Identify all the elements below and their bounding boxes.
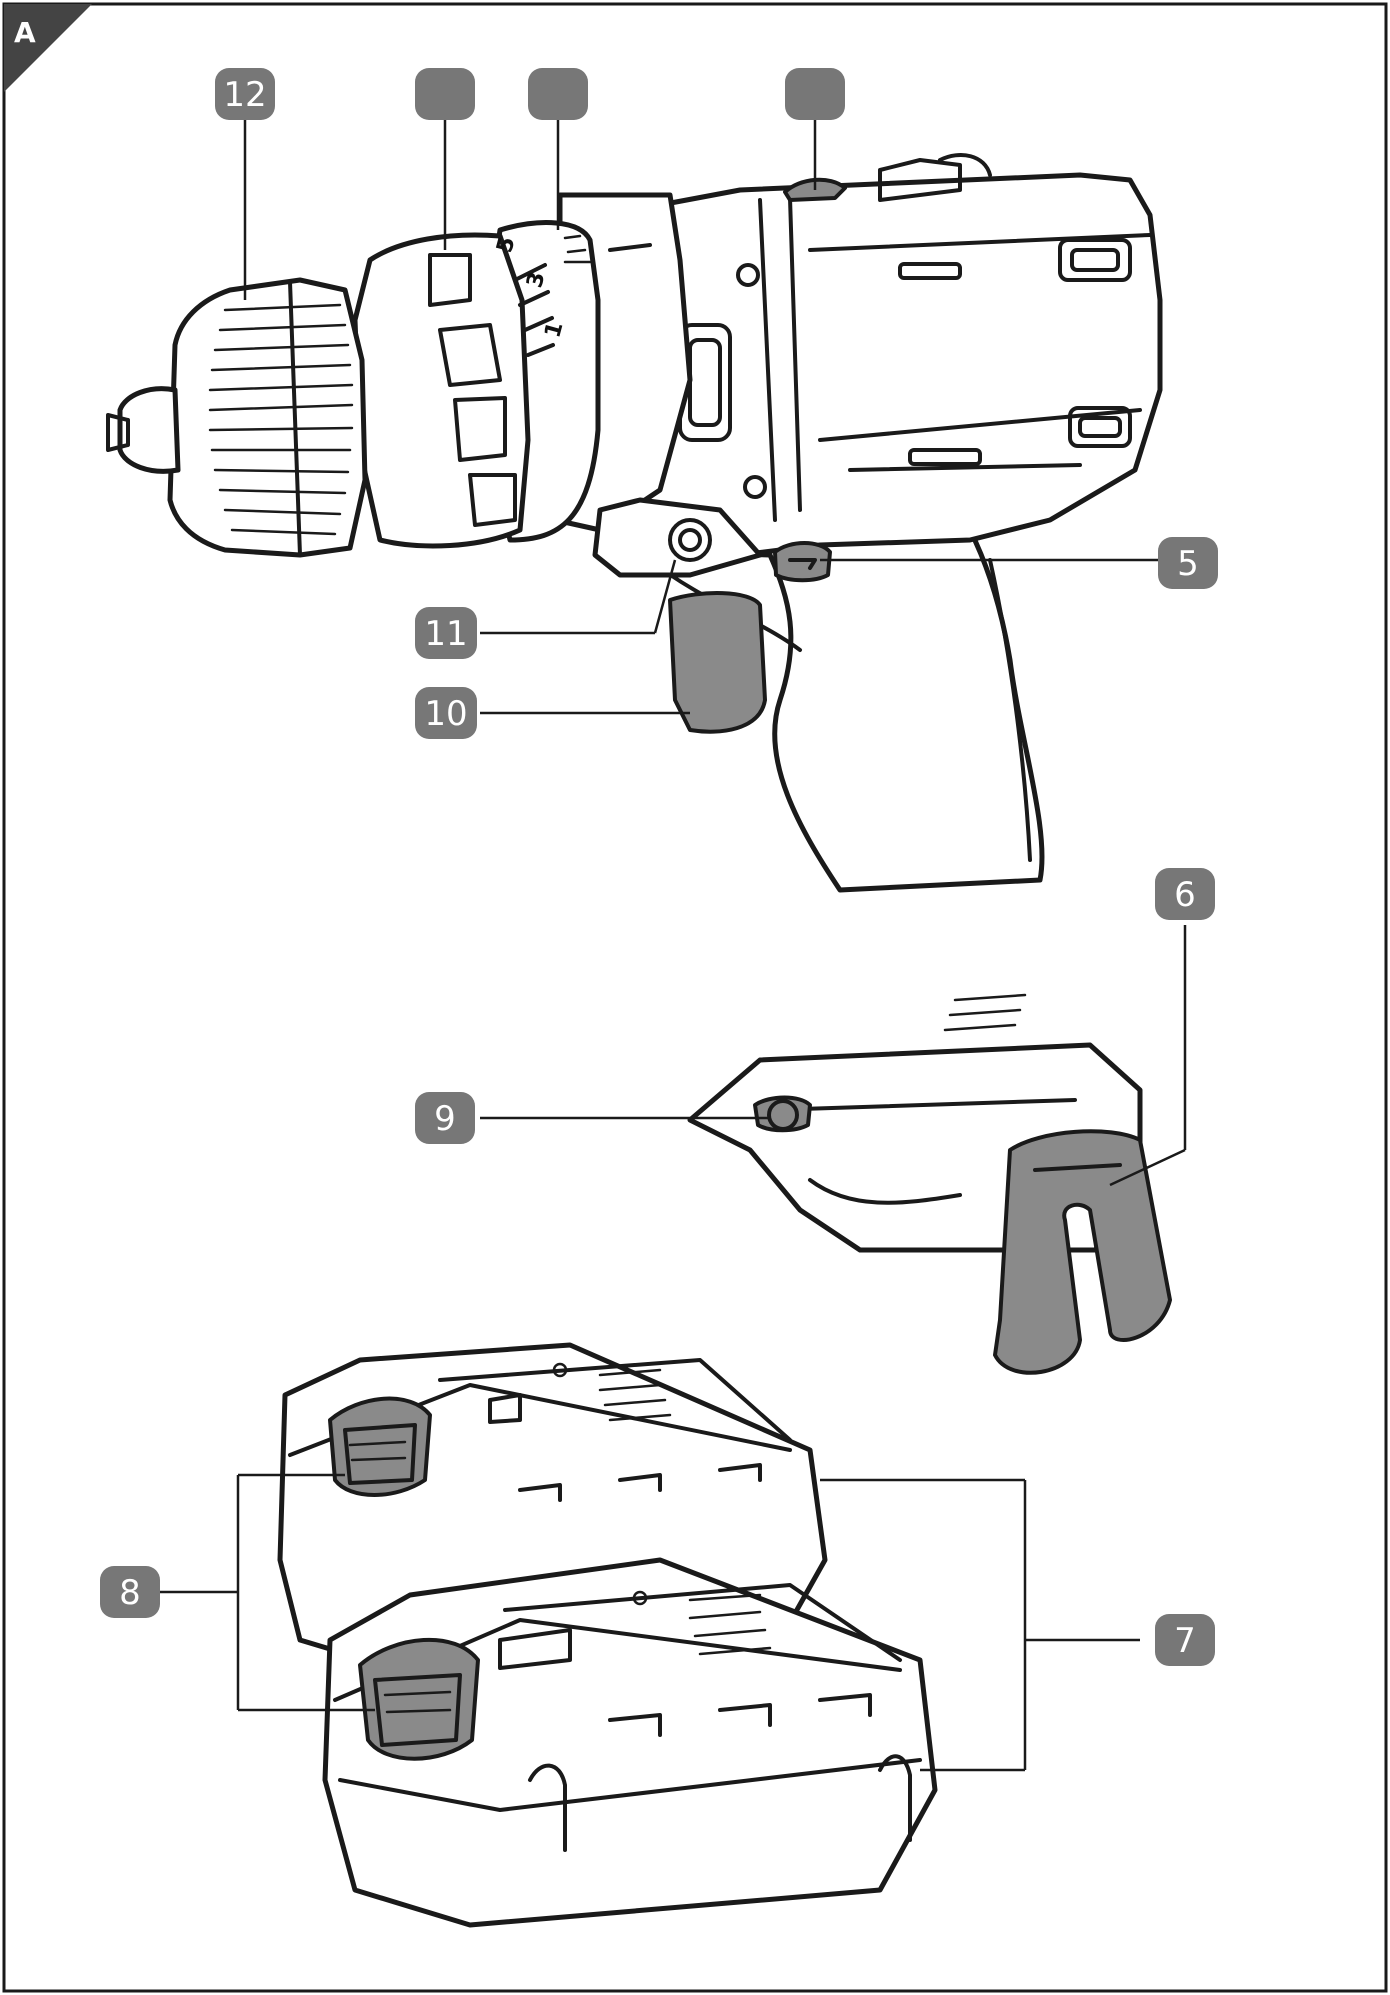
callout-blank-2 bbox=[528, 68, 588, 120]
callout-10: 10 bbox=[415, 687, 477, 739]
battery-pack-lower bbox=[322, 1557, 938, 1928]
callout-12: 12 bbox=[215, 68, 275, 120]
svg-text:6: 6 bbox=[1174, 875, 1196, 915]
svg-text:8: 8 bbox=[119, 1573, 141, 1613]
callout-blank-3 bbox=[785, 68, 845, 120]
svg-text:12: 12 bbox=[223, 75, 266, 115]
drill-body: 5 3 1 bbox=[106, 153, 1172, 1375]
dial-number-5: 5 bbox=[492, 234, 520, 255]
dial-number-1: 1 bbox=[540, 319, 568, 340]
callout-11: 11 bbox=[415, 607, 477, 659]
callout-5: 5 bbox=[1158, 537, 1218, 589]
dial-number-3: 3 bbox=[522, 269, 550, 290]
svg-text:7: 7 bbox=[1174, 1621, 1196, 1661]
callout-9: 9 bbox=[415, 1092, 475, 1144]
corner-tag bbox=[4, 4, 92, 92]
svg-text:10: 10 bbox=[424, 694, 467, 734]
svg-text:9: 9 bbox=[434, 1099, 456, 1139]
svg-text:5: 5 bbox=[1177, 544, 1199, 584]
corner-tag-label: A bbox=[14, 16, 36, 49]
callout-7: 7 bbox=[1155, 1614, 1215, 1666]
callout-8: 8 bbox=[100, 1566, 160, 1618]
callout-6: 6 bbox=[1155, 868, 1215, 920]
svg-text:11: 11 bbox=[424, 614, 467, 654]
callout-blank-1 bbox=[415, 68, 475, 120]
leader-lines bbox=[140, 118, 1187, 1772]
chuck-knurl bbox=[208, 303, 354, 536]
